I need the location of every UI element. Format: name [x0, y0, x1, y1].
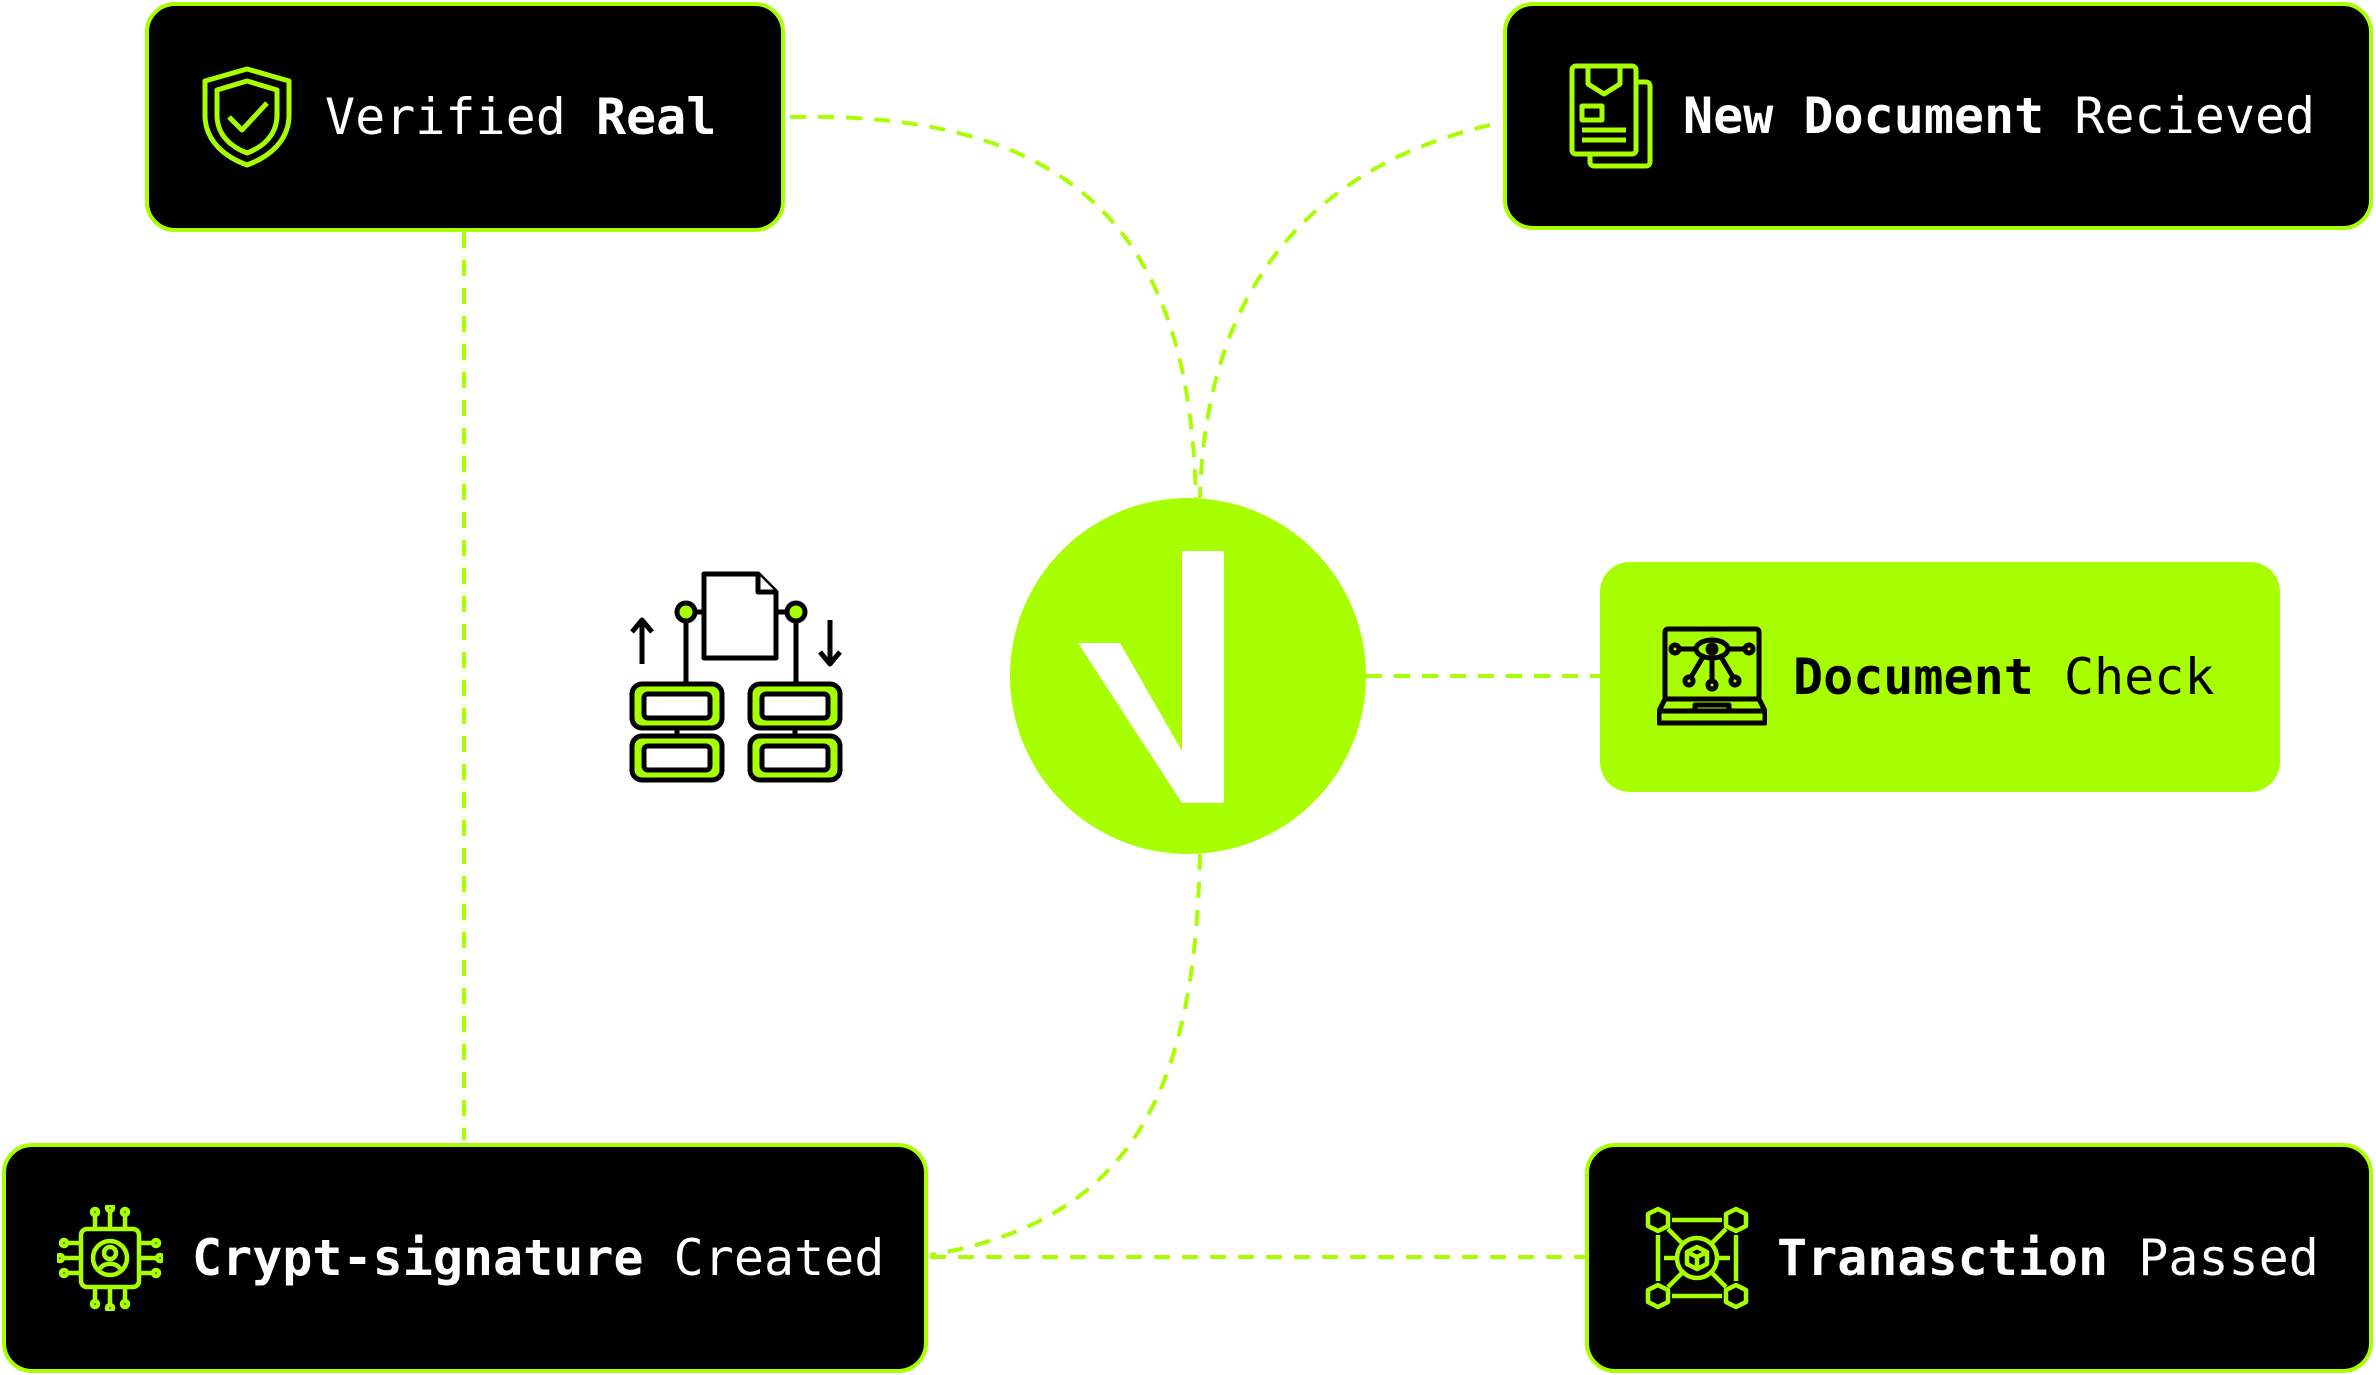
crypt-signature-light: Created	[673, 1229, 885, 1287]
laptop-scan-icon	[1657, 625, 1767, 729]
card-crypt-signature: Crypt-signature Created	[2, 1143, 928, 1373]
connector-newdoc-to-hub	[1198, 123, 1491, 499]
verified-real-bold: Real	[595, 88, 717, 146]
card-transaction: Tranasction Passed	[1585, 1143, 2373, 1373]
chip-user-icon	[56, 1204, 164, 1312]
card-document-check: Document Check	[1600, 562, 2280, 792]
document-stack-icon	[1567, 61, 1655, 171]
document-check-light: Check	[2063, 648, 2215, 706]
connector-verified-to-hub	[789, 114, 1198, 499]
transaction-light: Passed	[2138, 1229, 2319, 1287]
hub-logo	[1010, 498, 1366, 854]
card-verified-real: Verified Real	[145, 2, 785, 232]
check-logo-icon	[1078, 551, 1224, 803]
server-document-sync-icon	[626, 566, 846, 790]
card-new-document: New Document Recieved	[1503, 2, 2373, 230]
transaction-bold: Tranasction	[1777, 1229, 2109, 1287]
blockchain-network-icon	[1643, 1204, 1751, 1312]
connector-hub-to-crypt	[929, 853, 1202, 1257]
new-document-light: Recieved	[2074, 87, 2316, 145]
shield-check-icon	[197, 62, 297, 172]
verified-real-light: Verified	[325, 88, 566, 146]
new-document-bold: New Document	[1683, 87, 2045, 145]
crypt-signature-bold: Crypt-signature	[192, 1229, 644, 1287]
document-check-bold: Document	[1793, 648, 2034, 706]
